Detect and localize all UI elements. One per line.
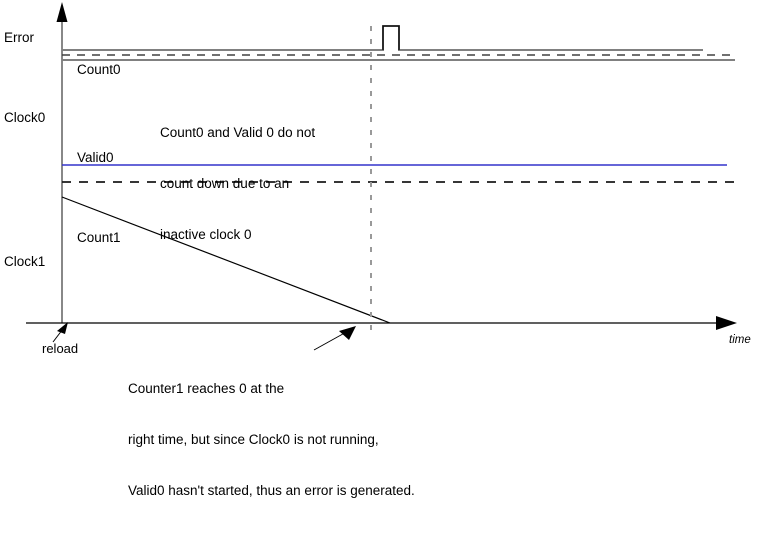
- timing-diagram: Error Clock0 Clock1 Count0 Valid0 Count1…: [4, 2, 751, 498]
- signal-label-valid0: Valid0: [77, 150, 114, 165]
- row-label-clock0: Clock0: [4, 110, 46, 125]
- signal-error-trace: [62, 25, 703, 51]
- signal-count1-trace: [61, 196, 391, 324]
- annotation-upper-note-line-3: inactive clock 0: [160, 227, 252, 242]
- x-axis: [26, 316, 737, 330]
- annotation-lower-note: Counter1 reaches 0 at the right time, bu…: [128, 346, 415, 533]
- signal-count0-trace: [62, 54, 735, 61]
- reload-callout: [52, 322, 68, 343]
- signal-valid0-trace: [62, 164, 735, 183]
- signal-label-count0: Count0: [77, 62, 121, 77]
- lower-note-callout: [313, 326, 356, 351]
- annotation-upper-note-line-2: count down due to an: [160, 176, 290, 191]
- row-label-clock1: Clock1: [4, 254, 46, 269]
- row-label-error: Error: [4, 30, 34, 45]
- annotation-upper-note: Count0 and Valid 0 do not count down due…: [160, 90, 315, 277]
- annotation-lower-note-line-3: Valid0 hasn't started, thus an error is …: [128, 483, 415, 498]
- annotation-upper-note-line-1: Count0 and Valid 0 do not: [160, 125, 316, 140]
- x-axis-label: time: [729, 334, 751, 346]
- annotation-lower-note-line-1: Counter1 reaches 0 at the: [128, 381, 285, 396]
- y-axis: [56, 2, 68, 323]
- annotation-lower-note-line-2: right time, but since Clock0 is not runn…: [128, 432, 379, 447]
- reload-label: reload: [42, 341, 79, 356]
- signal-label-count1: Count1: [77, 230, 121, 245]
- diagram-canvas: [26, 2, 737, 351]
